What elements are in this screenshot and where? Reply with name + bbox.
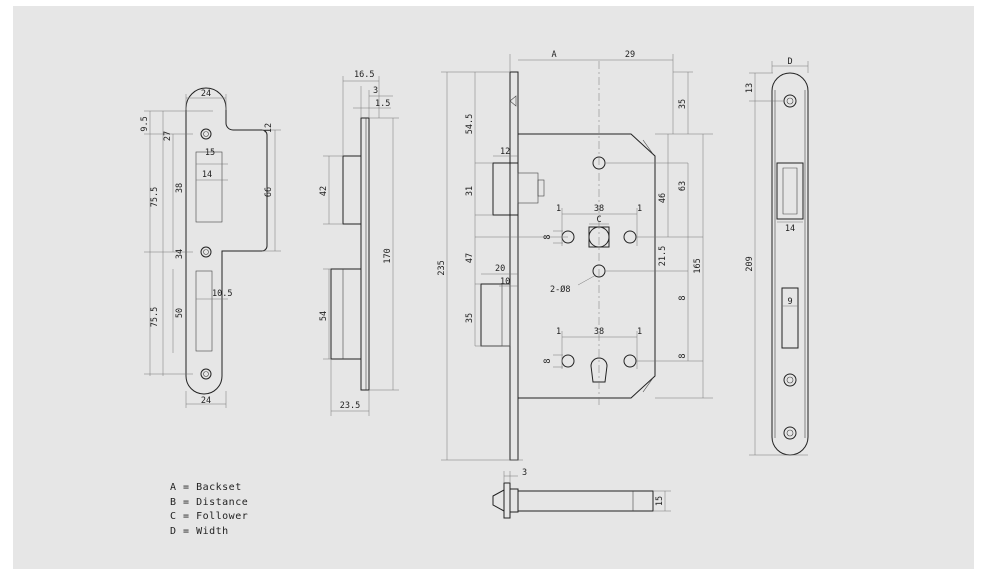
- strike-hole-middle: [200, 246, 212, 258]
- dim-main-35-top: 35: [678, 99, 688, 109]
- dim-main-46: 46: [658, 193, 668, 203]
- dim-strike-bottom-width: 24: [201, 396, 211, 406]
- dim-main-38-upper: 38: [594, 204, 604, 214]
- dim-side-170: 170: [383, 248, 393, 263]
- bolt-dimensions: 3 15: [522, 468, 665, 506]
- bolt-body: [517, 490, 654, 512]
- faceplate-hole-middle: [783, 373, 797, 387]
- legend-follower: C = Follower: [170, 511, 249, 522]
- bolt-tip: [492, 489, 505, 512]
- dim-main-1-b: 1: [637, 204, 642, 214]
- dim-side-23-5: 23.5: [340, 401, 360, 411]
- dim-main-31: 31: [465, 186, 475, 196]
- strike-hole-top: [200, 128, 212, 140]
- strike-bolt-window: [195, 270, 213, 352]
- faceplate-bolt-window: [781, 287, 799, 349]
- side-view-dimensions: 16.5 3 1.5 42 170 54 23.5: [319, 70, 393, 411]
- dim-face-9: 9: [787, 297, 792, 307]
- dim-main-20: 20: [495, 264, 505, 274]
- bolt-detail: [492, 471, 671, 519]
- lock-body-view: [441, 54, 713, 461]
- dim-main-c: C: [596, 215, 601, 225]
- fixing-hole-right-upper: [623, 230, 637, 244]
- faceplate-hole-top: [783, 94, 797, 108]
- dim-face-209: 209: [745, 256, 755, 271]
- dim-main-12: 12: [500, 147, 510, 157]
- legend: A = Backset B = Distance C = Follower D …: [170, 481, 248, 539]
- dim-main-63: 63: [678, 181, 688, 191]
- dim-strike-14: 14: [202, 170, 212, 180]
- dim-strike-12: 12: [264, 123, 274, 133]
- dim-main-1-d: 1: [637, 327, 642, 337]
- faceplate-latch-window: [776, 162, 804, 220]
- faceplate-hole-bottom: [783, 426, 797, 440]
- drawing-sheet: 24 24 9.5 27 12 15 14 38 66 75.5 34 10.5…: [13, 6, 974, 569]
- side-plate: [360, 117, 370, 391]
- dim-strike-38: 38: [175, 183, 185, 193]
- dim-main-165: 165: [693, 258, 703, 273]
- dim-side-3: 3: [373, 86, 378, 96]
- dead-bolt: [480, 283, 511, 347]
- dim-main-8-d: 8: [678, 353, 688, 358]
- legend-width: D = Width: [170, 525, 229, 537]
- dim-main-10: 10: [500, 277, 510, 287]
- dim-main-8-b: 8: [678, 295, 688, 300]
- dim-side-16-5: 16.5: [354, 70, 374, 80]
- dim-strike-75-5-lower: 75.5: [150, 307, 160, 327]
- lock-body-dimensions: A 29 35 54.5 12 31 46 63 1 38 1 C 8 21.5…: [437, 50, 703, 364]
- dim-side-42: 42: [319, 186, 329, 196]
- latch-bolt: [492, 162, 519, 216]
- dim-side-1-5: 1.5: [375, 99, 390, 109]
- dim-strike-75-5-upper: 75.5: [150, 187, 160, 207]
- dim-main-235: 235: [437, 260, 447, 275]
- strike-plate: [144, 87, 281, 408]
- dim-strike-9-5: 9.5: [140, 116, 150, 131]
- legend-backset: A = Backset: [170, 482, 242, 493]
- dim-main-1-c: 1: [556, 327, 561, 337]
- faceplate-outline: [771, 72, 809, 456]
- dim-main-21-5: 21.5: [658, 246, 668, 266]
- dim-bolt-15: 15: [655, 496, 665, 506]
- fixing-hole-left-lower: [561, 354, 575, 368]
- strike-latch-window: [195, 151, 223, 223]
- technical-drawing: 24 24 9.5 27 12 15 14 38 66 75.5 34 10.5…: [140, 50, 809, 519]
- lock-case: [518, 133, 656, 399]
- dim-strike-27: 27: [163, 131, 173, 141]
- dim-strike-top-width: 24: [201, 89, 211, 99]
- dim-main-1-a: 1: [556, 204, 561, 214]
- dim-main-29: 29: [625, 50, 635, 60]
- dim-side-54: 54: [319, 311, 329, 321]
- strike-hole-bottom: [200, 368, 212, 380]
- lock-faceplate-side: [509, 71, 519, 461]
- dim-main-a: A: [551, 50, 556, 60]
- dim-main-54-5: 54.5: [465, 114, 475, 134]
- dim-main-2-dia-8: 2-Ø8: [550, 284, 570, 295]
- dim-main-47: 47: [465, 253, 475, 263]
- strike-side-view: [323, 76, 399, 416]
- dim-main-8-c: 8: [543, 358, 553, 363]
- side-latch-box: [342, 155, 362, 225]
- dim-strike-66: 66: [264, 187, 274, 197]
- dim-face-13: 13: [745, 83, 755, 93]
- dim-bolt-3: 3: [522, 468, 527, 478]
- strike-plate-dimensions: 24 24 9.5 27 12 15 14 38 66 75.5 34 10.5…: [140, 89, 274, 406]
- faceplate-front: [749, 61, 809, 456]
- bolt-collar: [503, 482, 511, 519]
- side-bolt-box: [330, 268, 362, 360]
- dim-main-38-lower: 38: [594, 327, 604, 337]
- fixing-hole-right-lower: [623, 354, 637, 368]
- cylinder-cutout: [590, 357, 608, 383]
- dim-main-8-a: 8: [543, 234, 553, 239]
- dim-strike-15: 15: [205, 148, 215, 158]
- legend-distance: B = Distance: [170, 496, 249, 508]
- dim-strike-10-5: 10.5: [212, 289, 232, 299]
- dim-strike-34: 34: [175, 249, 185, 259]
- dim-face-14: 14: [785, 224, 795, 234]
- dim-strike-50: 50: [175, 308, 185, 318]
- dim-face-d: D: [787, 57, 792, 67]
- faceplate-dimensions: D 13 14 209 9: [745, 57, 795, 307]
- dim-main-35-bottom: 35: [465, 313, 475, 323]
